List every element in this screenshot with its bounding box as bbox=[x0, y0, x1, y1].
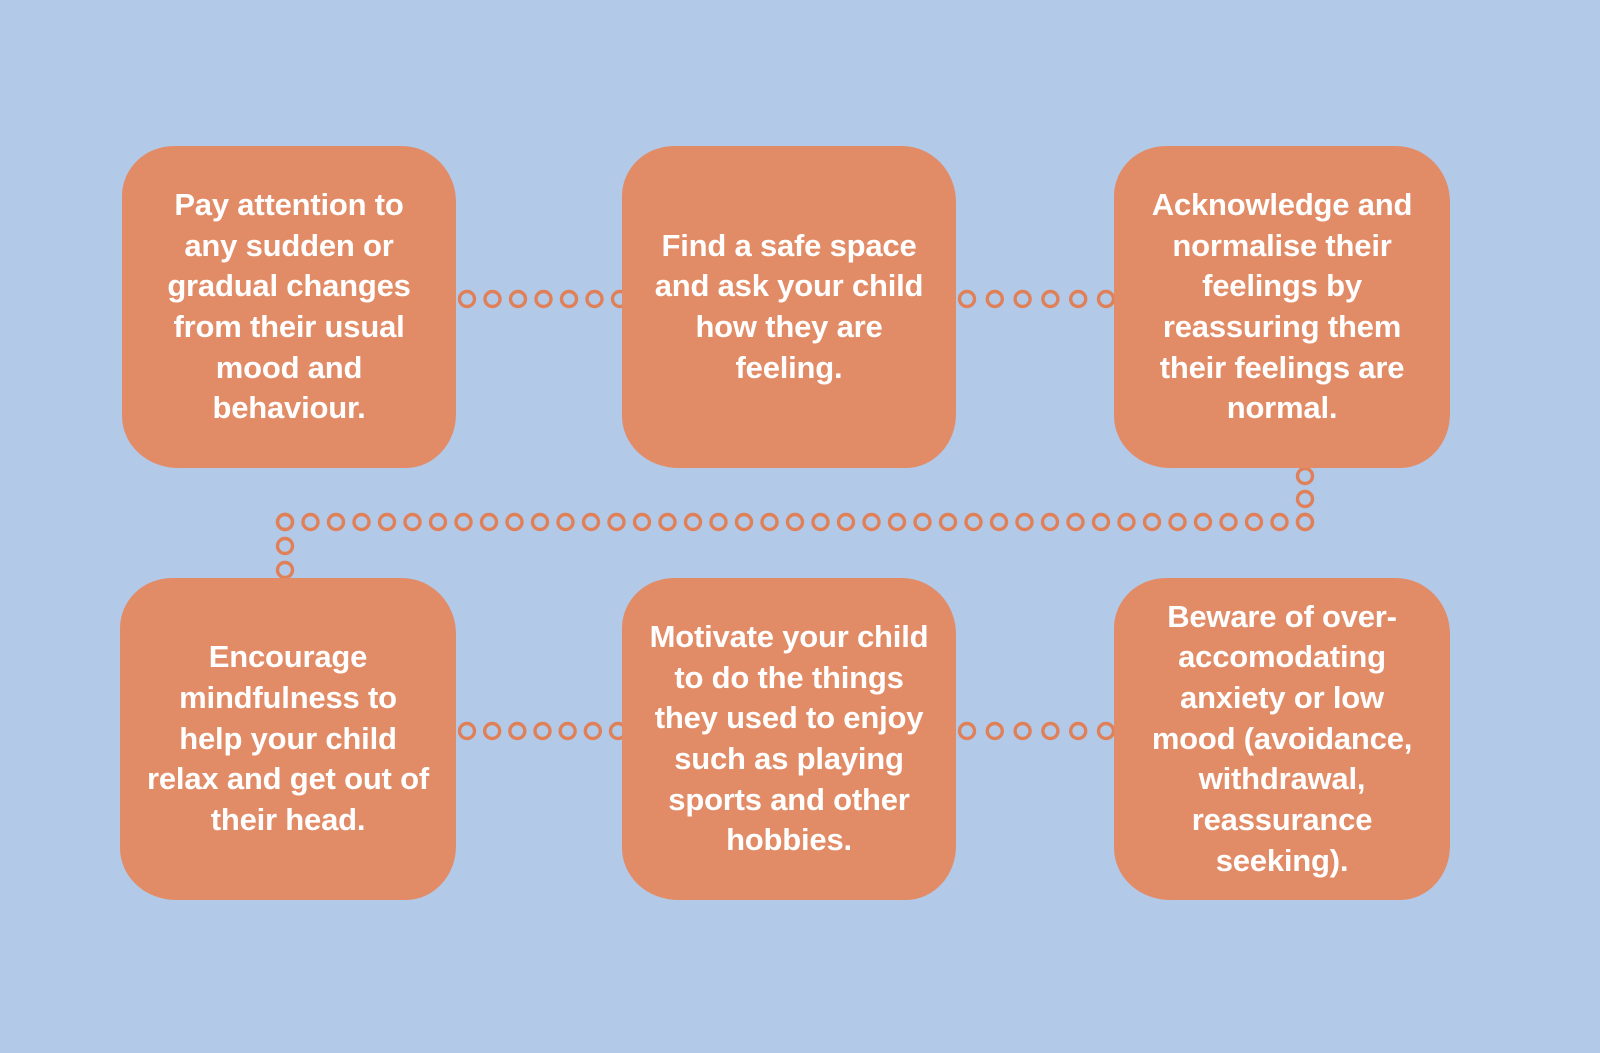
card-step-6: Beware of over-accomodating anxiety or l… bbox=[1114, 578, 1450, 900]
connector-dot-3-4-across bbox=[1168, 512, 1187, 532]
connector-dot-2-3 bbox=[1013, 289, 1032, 309]
card-step-4: Encourage mindfulness to help your child… bbox=[120, 578, 456, 900]
connector-dot-3-4-across bbox=[530, 512, 550, 532]
connector-dot-3-4-across bbox=[760, 512, 779, 532]
connector-dot-3-4-down-left bbox=[275, 560, 295, 580]
connector-dot-5-6 bbox=[1041, 721, 1060, 741]
connector-dot-3-4-across bbox=[1091, 512, 1111, 532]
connector-dot-4-5 bbox=[533, 721, 552, 741]
connector-dot-3-4-across bbox=[811, 512, 830, 532]
connector-dot-4-5 bbox=[583, 721, 603, 741]
card-step-5: Motivate your child to do the things the… bbox=[622, 578, 956, 900]
connector-dot-1-2 bbox=[534, 289, 553, 309]
connector-dot-1-2 bbox=[559, 289, 579, 309]
connector-dot-3-4-across bbox=[785, 512, 805, 532]
connector-dot-5-6 bbox=[957, 721, 977, 741]
connector-dot-3-4-down-right bbox=[1295, 489, 1315, 509]
connector-dot-3-4-across bbox=[913, 512, 932, 532]
connector-dot-3-4-down-left bbox=[275, 536, 295, 556]
connector-dot-3-4-across bbox=[1244, 512, 1264, 532]
connector-dot-3-4-across bbox=[709, 512, 728, 532]
connector-dot-3-4-across bbox=[352, 512, 371, 532]
card-step-5-text: Motivate your child to do the things the… bbox=[649, 619, 929, 858]
connector-dot-3-4-across bbox=[479, 512, 499, 532]
card-step-3: Acknowledge and normalise their feelings… bbox=[1114, 146, 1450, 468]
connector-dot-3-4-across bbox=[403, 512, 422, 532]
connector-dot-3-4-across bbox=[1219, 512, 1238, 532]
connector-dot-3-4-across bbox=[454, 512, 473, 532]
connector-dot-3-4-across bbox=[1015, 512, 1034, 532]
card-step-6-text: Beware of over-accomodating anxiety or l… bbox=[1151, 598, 1413, 878]
connector-dot-3-4-across bbox=[989, 512, 1009, 532]
connector-dot-4-5 bbox=[457, 721, 477, 741]
connector-dot-3-4-across bbox=[862, 512, 881, 532]
connector-dot-2-3 bbox=[1068, 289, 1088, 309]
connector-dot-3-4-across bbox=[1066, 512, 1085, 532]
connector-dot-2-3 bbox=[985, 289, 1004, 309]
connector-dot-3-4-across bbox=[428, 512, 448, 532]
connector-dot-2-3 bbox=[1096, 289, 1116, 309]
connector-dot-3-4-across bbox=[836, 512, 856, 532]
connector-dot-4-5 bbox=[508, 721, 527, 741]
connector-dot-5-6 bbox=[1013, 721, 1032, 741]
connector-dot-3-4-down-left bbox=[275, 512, 295, 532]
connector-dot-5-6 bbox=[1096, 721, 1116, 741]
connector-dot-3-4-across bbox=[556, 512, 575, 532]
card-step-4-text: Encourage mindfulness to help your child… bbox=[147, 639, 429, 837]
connector-dot-4-5 bbox=[558, 721, 577, 741]
card-step-3-text: Acknowledge and normalise their feelings… bbox=[1151, 187, 1413, 426]
connector-dot-1-2 bbox=[483, 289, 502, 309]
connector-dot-2-3 bbox=[1041, 289, 1060, 309]
connector-dot-4-5 bbox=[482, 721, 502, 741]
connector-dot-3-4-across bbox=[1193, 512, 1213, 532]
connector-dot-3-4-across bbox=[964, 512, 983, 532]
card-step-1-text: Pay attention to any sudden or gradual c… bbox=[167, 187, 411, 426]
connector-dot-3-4-across bbox=[377, 512, 397, 532]
card-step-2-text: Find a safe space and ask your child how… bbox=[654, 227, 924, 385]
connector-dot-3-4-across bbox=[607, 512, 626, 532]
connector-dot-3-4-across bbox=[658, 512, 677, 532]
connector-dot-3-4-across bbox=[1040, 512, 1060, 532]
connector-dot-3-4-across bbox=[275, 512, 295, 532]
connector-dot-3-4-across bbox=[632, 512, 652, 532]
card-step-1: Pay attention to any sudden or gradual c… bbox=[122, 146, 456, 468]
connector-dot-1-2 bbox=[457, 289, 477, 309]
connector-dot-3-4-across bbox=[1270, 512, 1289, 532]
connector-dot-5-6 bbox=[1068, 721, 1088, 741]
connector-dot-3-4-down-right bbox=[1295, 466, 1315, 486]
connector-dot-2-3 bbox=[957, 289, 977, 309]
connector-dot-3-4-across bbox=[326, 512, 346, 532]
connector-dot-3-4-across bbox=[581, 512, 601, 532]
connector-dot-5-6 bbox=[985, 721, 1004, 741]
connector-dot-3-4-down-right bbox=[1295, 512, 1315, 532]
connector-dot-3-4-across bbox=[1142, 512, 1162, 532]
connector-dot-3-4-across bbox=[1117, 512, 1136, 532]
connector-dot-3-4-across bbox=[505, 512, 524, 532]
card-step-2: Find a safe space and ask your child how… bbox=[622, 146, 956, 468]
connector-dot-3-4-across bbox=[301, 512, 320, 532]
connector-dot-3-4-across bbox=[938, 512, 958, 532]
connector-dot-1-2 bbox=[508, 289, 528, 309]
connector-dot-3-4-across bbox=[683, 512, 703, 532]
connector-dot-3-4-across bbox=[887, 512, 907, 532]
connector-dot-3-4-across bbox=[1295, 512, 1315, 532]
connector-dot-1-2 bbox=[585, 289, 604, 309]
connector-dot-3-4-across bbox=[734, 512, 754, 532]
